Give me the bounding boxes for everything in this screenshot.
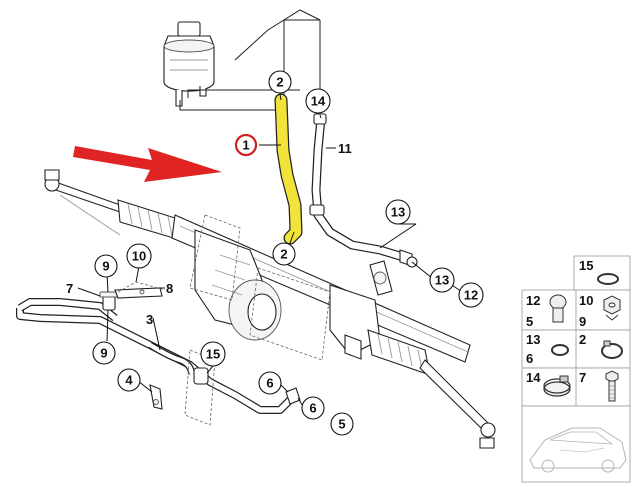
callout-15-label: 15 (206, 347, 220, 362)
callout-6-right-label: 6 (309, 401, 316, 416)
parts-legend: 15 12 5 10 9 13 6 2 14 (521, 255, 631, 483)
callout-6-right[interactable]: 6 (301, 396, 325, 420)
callout-2-top-label: 2 (276, 75, 283, 90)
callout-2-top[interactable]: 2 (268, 70, 292, 94)
banjo-bolt-icon (549, 294, 567, 323)
callout-10[interactable]: 10 (126, 243, 152, 269)
band-clamp-icon (543, 375, 571, 397)
red-pointer-arrow (73, 146, 222, 182)
pressure-line (16, 298, 301, 426)
callout-13-top-label: 13 (391, 205, 405, 220)
callout-1[interactable]: 1 (234, 133, 258, 157)
callout-2-bottom-label: 2 (280, 247, 287, 262)
callout-2-bottom[interactable]: 2 (272, 242, 296, 266)
label-7: 7 (66, 281, 73, 296)
callout-5[interactable]: 5 (330, 412, 354, 436)
steering-rack-illustration (44, 169, 496, 449)
bolt-icon (605, 370, 619, 402)
o-ring-icon (597, 273, 619, 285)
legend-10-num: 10 (579, 293, 593, 308)
label-8: 8 (166, 281, 173, 296)
label-3: 3 (146, 312, 153, 327)
callout-1-label: 1 (242, 138, 249, 153)
legend-15-num: 15 (579, 258, 593, 273)
label-11: 11 (338, 141, 352, 156)
callout-4-label: 4 (125, 373, 133, 388)
callout-9-top-label: 9 (102, 259, 109, 274)
legend-14-num: 14 (526, 370, 541, 385)
callout-6-left[interactable]: 6 (258, 371, 282, 395)
callout-9-bottom[interactable]: 9 (92, 341, 116, 365)
callout-13-top[interactable]: 13 (385, 199, 411, 225)
legend-2-num: 2 (579, 332, 586, 347)
sealing-ring-icon (551, 344, 569, 356)
callout-15[interactable]: 15 (200, 341, 226, 367)
reservoir-illustration (163, 21, 215, 107)
legend-9-num: 9 (579, 314, 586, 329)
leader-lines (77, 93, 463, 409)
legend-13-num: 13 (526, 332, 540, 347)
callout-4[interactable]: 4 (117, 368, 141, 392)
legend-5-num: 5 (526, 314, 533, 329)
callout-10-label: 10 (132, 249, 146, 264)
callout-12-label: 12 (464, 288, 478, 303)
callout-6-left-label: 6 (266, 376, 273, 391)
legend-12-num: 12 (526, 293, 540, 308)
callout-13-bottom-label: 13 (435, 273, 449, 288)
callout-14[interactable]: 14 (305, 88, 331, 114)
car-silhouette-icon (529, 427, 627, 473)
callout-9-bottom-label: 9 (100, 346, 107, 361)
callout-14-label: 14 (311, 94, 326, 109)
callout-9-top[interactable]: 9 (94, 254, 118, 278)
legend-6-num: 6 (526, 351, 533, 366)
hex-nut-icon (603, 295, 621, 321)
legend-7-num: 7 (579, 370, 586, 385)
callout-13-bottom[interactable]: 13 (429, 267, 455, 293)
highlighted-suction-hose-fill (275, 94, 302, 244)
callout-5-label: 5 (338, 417, 345, 432)
callout-12[interactable]: 12 (458, 282, 484, 308)
return-hose (309, 113, 418, 268)
mounting-bracket (99, 281, 166, 311)
hose-clamp-icon (601, 340, 623, 359)
